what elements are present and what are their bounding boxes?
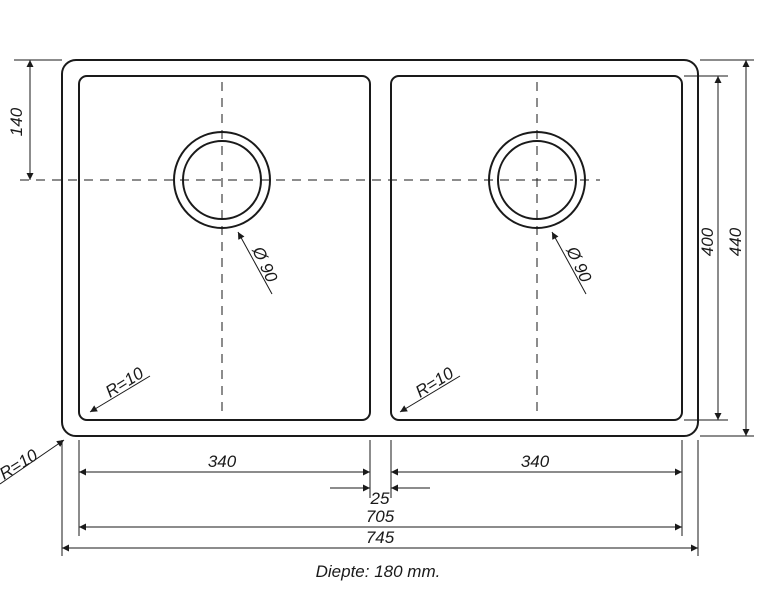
right-drain-diameter-label: Ø 90 <box>562 243 595 286</box>
dim-705-label: 705 <box>366 507 395 526</box>
sink-outer-outline <box>61 59 699 437</box>
outer-radius-label: R=10 <box>0 445 41 483</box>
left-drain <box>173 131 271 229</box>
dim-340-right-label: 340 <box>521 452 550 471</box>
left-bowl-radius-leader <box>89 375 151 413</box>
dim-340-left-label: 340 <box>208 452 237 471</box>
dim-745-label: 745 <box>366 528 395 547</box>
left-bowl-outline <box>78 75 371 421</box>
right-bowl-radius-label: R=10 <box>412 363 457 401</box>
right-drain <box>488 131 586 229</box>
left-drain-leader <box>237 231 273 295</box>
dim-400-label: 400 <box>698 227 717 256</box>
right-bowl-radius-leader <box>399 375 461 413</box>
dim-140-label: 140 <box>7 107 26 136</box>
dim-25-label: 25 <box>370 489 390 508</box>
depth-note: Diepte: 180 mm. <box>316 562 441 581</box>
left-drain-diameter-label: Ø 90 <box>248 243 281 286</box>
dim-440-label: 440 <box>726 227 745 256</box>
outer-radius-leader <box>0 439 65 485</box>
left-bowl-radius-label: R=10 <box>102 363 147 401</box>
right-bowl-outline <box>390 75 683 421</box>
right-drain-leader <box>551 231 587 295</box>
